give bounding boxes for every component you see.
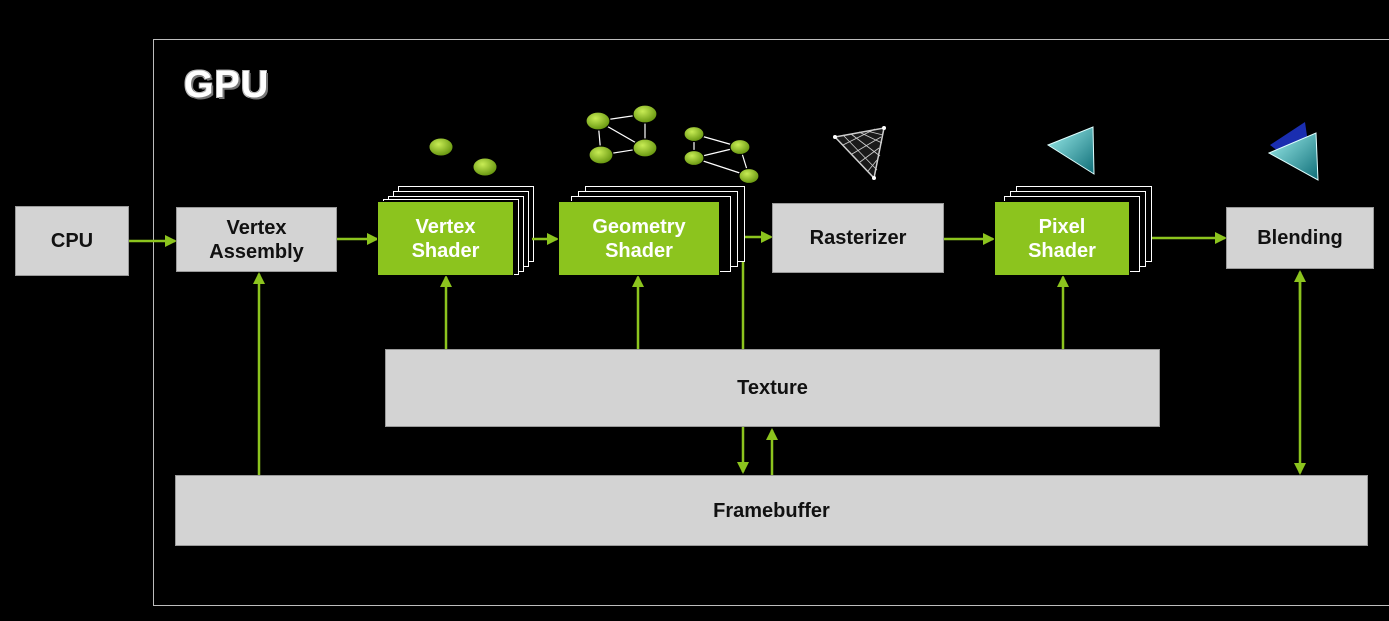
framebuffer-box: Framebuffer: [175, 475, 1368, 546]
framebuffer-label: Framebuffer: [713, 499, 830, 522]
texture-label: Texture: [737, 377, 808, 399]
geometry-shader-box: Geometry Shader: [558, 201, 720, 276]
cpu-label: CPU: [50, 230, 94, 252]
vertex-assembly-box: Vertex Assembly: [176, 207, 337, 272]
vertices-icon: [428, 137, 498, 177]
geometry-graph-small-icon: [683, 125, 760, 185]
blended-triangle-icon: [1267, 122, 1319, 181]
cpu-box: CPU: [15, 206, 129, 276]
gpu-title: GPU: [184, 64, 270, 106]
geometry-graph-icon: [585, 104, 658, 165]
geometry-shader-label: Geometry Shader: [592, 215, 686, 262]
blending-box: Blending: [1226, 207, 1374, 269]
rasterized-triangle-icon: [833, 126, 886, 180]
shaded-triangle-icon: [1046, 126, 1095, 175]
gpu-boundary: [153, 39, 1389, 606]
pixel-shader-box: Pixel Shader: [994, 201, 1130, 276]
vertex-shader-box: Vertex Shader: [377, 201, 514, 276]
vertex-shader-label: Vertex Shader: [411, 215, 480, 262]
vertex-assembly-label: Vertex Assembly: [209, 216, 304, 263]
texture-box: Texture: [385, 349, 1160, 427]
rasterizer-box: Rasterizer: [772, 203, 944, 273]
blending-label: Blending: [1257, 227, 1343, 249]
pixel-shader-label: Pixel Shader: [1028, 215, 1096, 262]
rasterizer-label: Rasterizer: [809, 227, 907, 249]
